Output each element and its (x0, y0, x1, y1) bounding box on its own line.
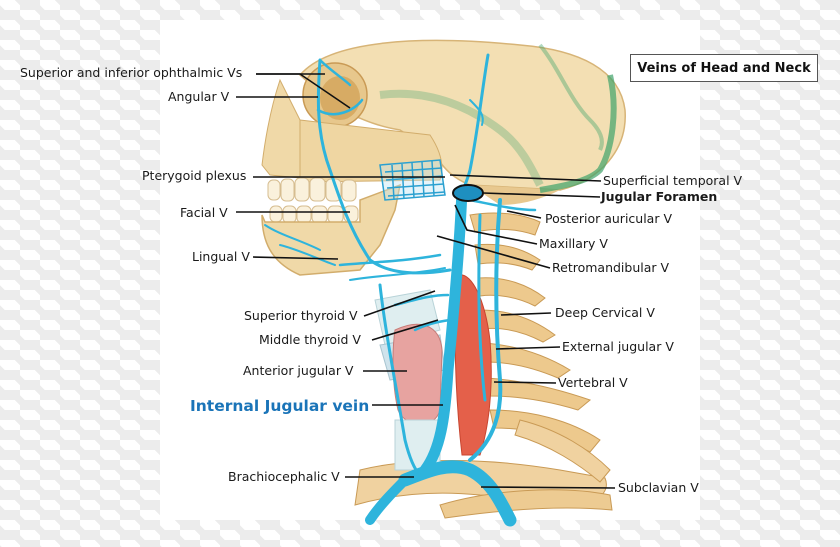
dural-sinus (379, 43, 617, 193)
label-jugular-foramen: Jugular Foramen (601, 189, 718, 204)
label-external-jugular-vein: External jugular V (562, 339, 674, 354)
label-brachiocephalic-vein: Brachiocephalic V (228, 469, 340, 484)
label-superficial-temporal-vein: Superficial temporal V (603, 173, 743, 188)
label-vertebral-vein: Vertebral V (558, 375, 628, 390)
label-maxillary-vein: Maxillary V (539, 236, 608, 251)
pterygoid-plexus (379, 159, 446, 201)
skull (261, 39, 626, 276)
label-internal-jugular-vein: Internal Jugular vein (190, 397, 370, 415)
label-ophthalmic-veins: Superior and inferior ophthalmic Vs (20, 65, 243, 80)
label-superior-thyroid-vein: Superior thyroid V (244, 308, 358, 323)
label-angular-vein: Angular V (168, 89, 230, 104)
diagram-title: Veins of Head and Neck (630, 54, 818, 82)
label-pterygoid-plexus: Pterygoid plexus (142, 168, 247, 183)
label-retromandibular-vein: Retromandibular V (552, 260, 670, 275)
label-deep-cervical-vein: Deep Cervical V (555, 305, 655, 320)
label-lingual-vein: Lingual V (192, 249, 250, 264)
label-middle-thyroid-vein: Middle thyroid V (259, 332, 361, 347)
jugular-foramen-marker (452, 184, 484, 202)
label-facial-vein: Facial V (180, 205, 228, 220)
muscle (454, 274, 492, 456)
leader-lines (236, 73, 616, 489)
label-subclavian-vein: Subclavian V (618, 480, 699, 495)
label-anterior-jugular-vein: Anterior jugular V (243, 363, 354, 378)
label-posterior-auricular-vein: Posterior auricular V (545, 211, 673, 226)
